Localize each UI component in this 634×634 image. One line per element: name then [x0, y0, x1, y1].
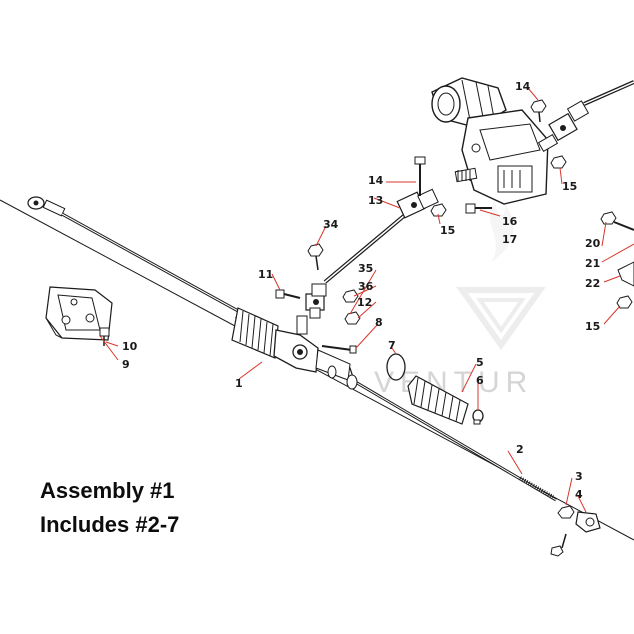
watermark-text: VENTUR	[374, 366, 533, 399]
callout-15-column: 15	[562, 180, 577, 193]
steering-column-shaft-highlight	[583, 81, 634, 105]
rack-boot-right	[407, 375, 469, 425]
pinion-housing	[273, 315, 319, 373]
right-tie-rod-end	[550, 511, 601, 557]
watermark-flame-logo	[490, 200, 514, 262]
rack-boot-left	[231, 307, 279, 359]
edge-bolt-20	[600, 211, 634, 231]
callout-22: 22	[585, 277, 600, 290]
pinch-bolt-14	[414, 156, 426, 196]
callouts: 1 2 3 4 5 6 7 8 9 10 11 12 13 14 14 15 1…	[122, 80, 601, 501]
includes-caption: Includes #2-7	[40, 512, 180, 537]
watermark-v-logo	[456, 287, 546, 351]
callout-35: 35	[358, 262, 373, 275]
callout-6: 6	[476, 374, 484, 387]
callout-36: 36	[358, 280, 374, 293]
column-bolt-14	[530, 99, 547, 123]
callout-5: 5	[476, 356, 484, 369]
leader-lines	[99, 87, 634, 513]
callout-4: 4	[575, 488, 583, 501]
callout-16: 16	[502, 215, 518, 228]
edge-nut-15	[616, 295, 633, 309]
left-tie-rod-highlight	[61, 213, 241, 313]
edge-part-22	[617, 261, 634, 287]
callout-14-column: 14	[515, 80, 531, 93]
callout-21: 21	[585, 257, 600, 270]
callout-13: 13	[368, 194, 383, 207]
inner-tie-rod-socket	[346, 374, 358, 390]
power-steering-unit	[431, 77, 559, 205]
u-joint-nut	[344, 311, 361, 325]
callout-15-edge: 15	[585, 320, 600, 333]
upper-u-joint	[396, 188, 439, 219]
callout-10: 10	[122, 340, 138, 353]
shaft-bolt-34	[307, 243, 324, 271]
callout-11: 11	[258, 268, 273, 281]
callout-7: 7	[388, 339, 396, 352]
assembly-caption: Assembly #1	[40, 478, 175, 503]
callout-17: 17	[502, 233, 517, 246]
boot-small-clamp	[472, 409, 484, 425]
mount-bolt-16	[465, 203, 492, 214]
pinch-nut-15	[430, 203, 447, 217]
column-nut-15	[550, 155, 567, 169]
callout-12: 12	[357, 296, 372, 309]
mount-bolt	[275, 289, 301, 299]
rack-bolt	[321, 345, 357, 354]
u-joint-bolt-36	[342, 289, 359, 303]
mounting-bracket	[45, 286, 113, 341]
callout-15-shaft: 15	[440, 224, 455, 237]
callout-20: 20	[585, 237, 601, 250]
callout-9: 9	[122, 358, 130, 371]
rack-assembly	[231, 307, 355, 382]
callout-2: 2	[516, 443, 524, 456]
callout-8: 8	[375, 316, 383, 329]
watermark: VENTUR	[374, 200, 546, 399]
callout-34: 34	[323, 218, 339, 231]
steering-column-u-joint	[548, 100, 590, 142]
lower-u-joint	[305, 283, 327, 319]
callout-14-shaft: 14	[368, 174, 384, 187]
callout-3: 3	[575, 470, 583, 483]
left-tie-rod-end	[27, 196, 66, 217]
intermediate-shaft-highlight	[324, 214, 406, 283]
callout-1: 1	[235, 377, 243, 390]
jam-nut	[557, 505, 575, 519]
